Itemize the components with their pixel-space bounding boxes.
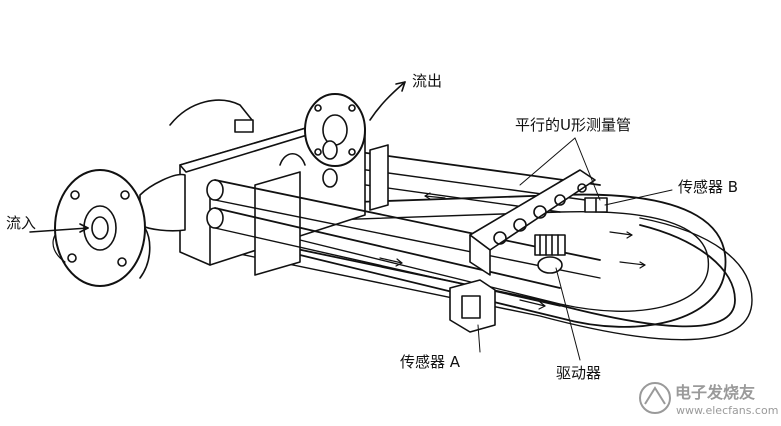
- inflow-arrow: [29, 223, 89, 263]
- support-plate-left: [254, 171, 301, 276]
- driver-label: 驱动器: [556, 364, 602, 382]
- watermark-url: www.elecfans.com: [676, 404, 779, 417]
- outflow-label: 流出: [412, 72, 443, 90]
- outflow-arrow: [369, 81, 406, 121]
- leader-lines: [477, 137, 673, 361]
- sensor-b-label: 传感器 B: [678, 178, 739, 196]
- u-tube-front: [229, 224, 736, 328]
- driver-coil: [534, 234, 566, 274]
- inflow-label: 流入: [6, 214, 37, 232]
- tubes-label: 平行的U形测量管: [515, 116, 631, 134]
- sensor-a-clamp: [449, 279, 496, 333]
- watermark-logo-icon: [639, 382, 671, 414]
- support-plate-right: [369, 144, 389, 211]
- u-tube-back: [269, 193, 727, 328]
- sensor-a-label: 传感器 A: [400, 353, 461, 371]
- inlet-flange: [54, 169, 151, 287]
- brace-bar: [469, 169, 596, 276]
- watermark-brand: 电子发烧友: [675, 383, 756, 402]
- flow-arrows: [379, 192, 646, 310]
- sensor-b-clamp: [584, 197, 608, 213]
- signal-cable: [169, 99, 253, 126]
